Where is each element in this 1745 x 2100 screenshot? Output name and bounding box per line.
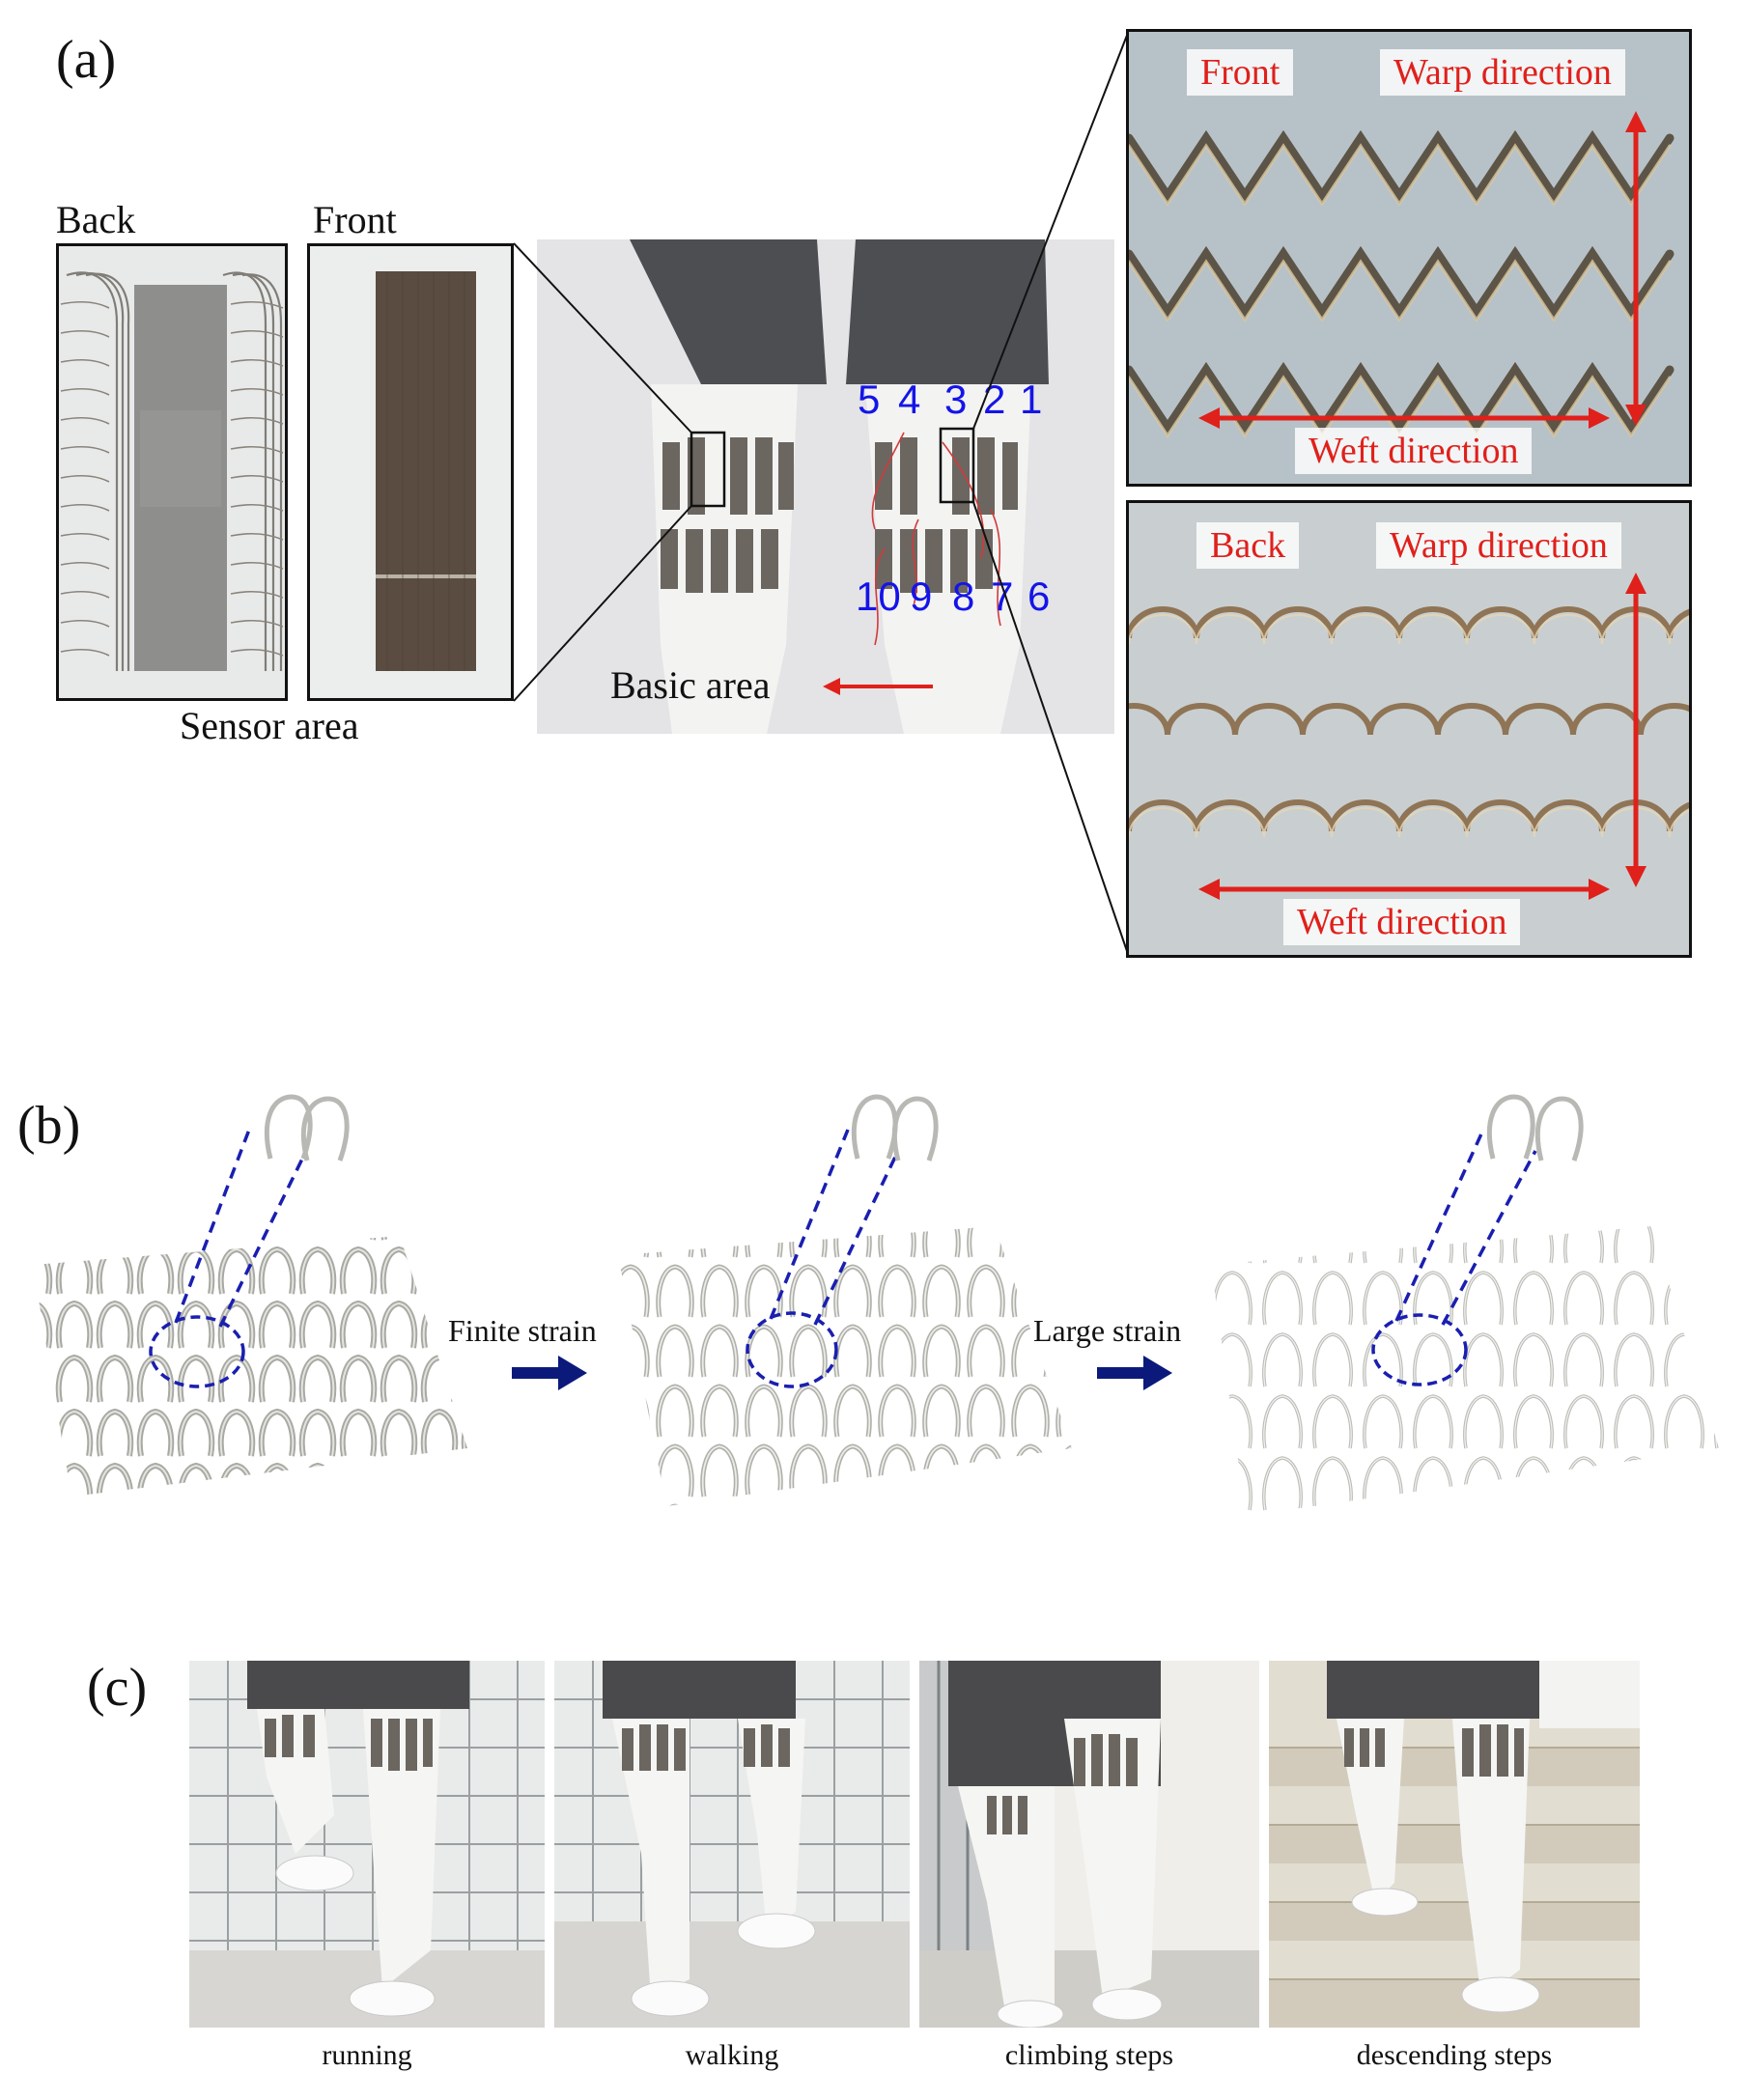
caption-climbing-steps: climbing steps [1004, 2039, 1174, 2071]
caption-descending-steps: descending steps [1356, 2039, 1553, 2071]
sensor-number-7: 7 [991, 574, 1014, 619]
activity-photo-climbing-steps [919, 1661, 1259, 2028]
panel-b-label: (b) [17, 1096, 81, 1156]
panel-a-label: (a) [56, 30, 117, 90]
micrograph-back-warp-label: Warp direction [1376, 522, 1621, 569]
knee-sleeve-photo [537, 239, 1114, 734]
basic-area-label: Basic area [610, 663, 771, 707]
sensor-number-5: 5 [858, 377, 881, 422]
sensor-front-photo [307, 243, 514, 701]
caption-running: running [322, 2039, 412, 2071]
micrograph-front-warp-label: Warp direction [1380, 49, 1625, 96]
front-label: Front [313, 198, 397, 241]
zoom-connector-lines [513, 32, 1129, 955]
finite-strain-arrow [512, 1356, 587, 1390]
sensor-back-photo [56, 243, 288, 701]
micrograph-back-side-label: Back [1196, 522, 1300, 569]
micrograph-back: Back Warp direction Weft direction [1126, 500, 1692, 958]
micrograph-back-weft-label: Weft direction [1283, 899, 1521, 945]
activity-photo-descending-steps [1269, 1661, 1640, 2028]
caption-walking: walking [685, 2039, 779, 2071]
knit-fabric-large-strain [1211, 1094, 1719, 1516]
knit-fabric-finite-strain [618, 1094, 1072, 1506]
micrograph-front: Front Warp direction Weft direction [1126, 29, 1692, 487]
panel-c-label: (c) [87, 1658, 148, 1718]
sensor-number-6: 6 [1027, 574, 1051, 619]
knit-fabric-relaxed [33, 1094, 467, 1497]
large-strain-label: Large strain [1033, 1313, 1182, 1348]
sensor-number-10: 10 [856, 574, 901, 619]
sensor-number-3: 3 [944, 377, 968, 422]
finite-strain-label: Finite strain [448, 1313, 597, 1348]
large-strain-arrow [1097, 1356, 1172, 1390]
sensor-area-label: Sensor area [180, 704, 359, 747]
basic-area-arrow [823, 678, 933, 695]
activity-photo-walking [554, 1661, 910, 2028]
sensor-number-8: 8 [952, 574, 975, 619]
activity-photo-running [189, 1661, 545, 2028]
sensor-number-4: 4 [898, 377, 921, 422]
sensor-number-1: 1 [1020, 377, 1043, 422]
sensor-number-9: 9 [910, 574, 933, 619]
micrograph-front-side-label: Front [1187, 49, 1294, 96]
back-label: Back [56, 198, 136, 241]
micrograph-front-weft-label: Weft direction [1295, 428, 1533, 474]
